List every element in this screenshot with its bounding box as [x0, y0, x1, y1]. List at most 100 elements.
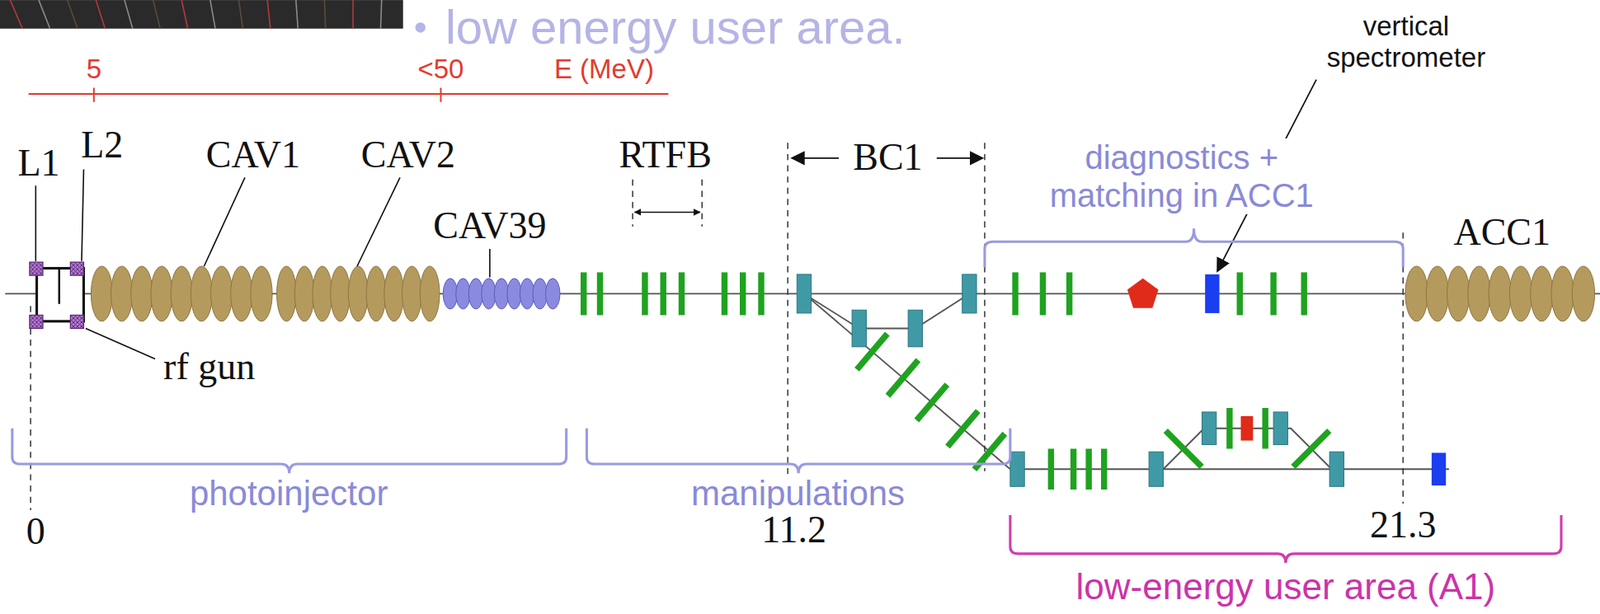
- third-harmonic-cell: [456, 278, 471, 310]
- rtfb-marker: [631, 179, 633, 227]
- position-marker: [983, 142, 985, 471]
- cavity-cell: [1468, 266, 1491, 322]
- dipole-magnet: [1329, 451, 1344, 487]
- dipole-magnet: [1201, 412, 1216, 446]
- section-bracket: [1010, 515, 1562, 564]
- chicane-line: [804, 293, 970, 329]
- quadrupole-magnet: [721, 272, 728, 316]
- quadrupole-magnet: [641, 272, 648, 316]
- cavity-cell: [190, 266, 212, 322]
- cavity-cell: [1425, 266, 1449, 322]
- bc1-span-arrow: [936, 157, 984, 160]
- photo-cable: [67, 0, 78, 29]
- leader-line: [203, 177, 245, 267]
- dipole-magnet: [1273, 412, 1288, 446]
- spectrometer-magnet: [1204, 274, 1219, 314]
- cavity-cell: [131, 266, 153, 322]
- third-harmonic-cell: [519, 278, 535, 310]
- component-label: CAV1: [203, 133, 303, 178]
- cavity-cell: [1447, 266, 1470, 322]
- quadrupole-magnet: [580, 272, 587, 316]
- leader-line: [81, 169, 84, 261]
- quadrupole-magnet: [1070, 448, 1077, 490]
- axis-title: E (MeV): [551, 53, 657, 85]
- component-label: CAV2: [358, 133, 458, 178]
- energy-axis: [28, 93, 669, 95]
- position-value: 21.3: [1367, 503, 1440, 548]
- section-label: photoinjector: [187, 474, 391, 514]
- third-harmonic-cell: [468, 278, 484, 310]
- cavity-cell: [348, 266, 368, 322]
- component-label: ACC1: [1450, 211, 1553, 255]
- cavity-cell: [294, 266, 315, 322]
- energy-tick: [93, 87, 95, 102]
- section-bracket: [984, 228, 1403, 268]
- third-harmonic-cell: [481, 278, 497, 310]
- photo-cable: [267, 0, 271, 29]
- quadrupole-magnet: [1237, 272, 1243, 316]
- dipole-magnet: [851, 310, 866, 348]
- photo-cable: [352, 0, 354, 29]
- cavity-cell: [312, 266, 333, 322]
- cavity-cell: [330, 266, 351, 322]
- cavity-cell: [402, 266, 423, 322]
- solenoid: [70, 262, 84, 276]
- quadrupole-magnet: [757, 272, 764, 316]
- solenoid: [70, 315, 84, 329]
- third-harmonic-cell: [532, 278, 548, 310]
- quadrupole-magnet: [885, 357, 922, 398]
- third-harmonic-cell: [545, 278, 560, 310]
- photo-cable: [239, 0, 244, 29]
- energy-value: 5: [84, 53, 104, 85]
- beam-dump: [1431, 452, 1446, 486]
- quadrupole-magnet: [972, 432, 1008, 472]
- component-label: CAV39: [430, 204, 549, 249]
- cavity-cell: [1530, 266, 1553, 322]
- leader-line: [34, 185, 37, 262]
- photo-cable: [38, 0, 51, 29]
- quadrupole-magnet: [1040, 272, 1046, 316]
- cavity-cell: [230, 266, 253, 322]
- section-bracket: [12, 428, 567, 474]
- photo-cable: [153, 0, 161, 29]
- callout-label: vertical spectrometer: [1308, 10, 1504, 74]
- leader-line: [85, 328, 156, 359]
- dipole-magnet: [908, 310, 923, 348]
- dipole-magnet: [1010, 451, 1025, 487]
- quadrupole-magnet: [1300, 272, 1307, 316]
- cavity-cell: [1488, 266, 1511, 322]
- quadrupole-magnet: [1066, 272, 1073, 316]
- cavity-cell: [1571, 266, 1595, 322]
- quadrupole-magnet: [1048, 448, 1055, 490]
- dogleg-line: [804, 293, 1011, 470]
- cavity-cell: [366, 266, 386, 322]
- component-label: rf gun: [160, 345, 258, 390]
- cavity-cell: [384, 266, 405, 322]
- gun-cathode: [58, 268, 61, 304]
- cavity-cell: [250, 266, 273, 322]
- bullet-dot: [415, 22, 426, 33]
- section-label: diagnostics + matching in ACC1: [1039, 138, 1325, 215]
- cavity-cell: [170, 266, 193, 322]
- quadrupole-magnet: [1085, 448, 1092, 490]
- deflecting-cavity: [1240, 416, 1253, 442]
- third-harmonic-cell: [507, 278, 523, 310]
- cavity-cell: [111, 266, 133, 322]
- position-marker: [1402, 232, 1403, 504]
- quadrupole-magnet: [1011, 272, 1018, 316]
- component-label: BC1: [850, 136, 925, 180]
- position-value: 0: [23, 510, 48, 555]
- energy-value: <50: [414, 53, 466, 85]
- slide-bullet-text: low energy user area.: [442, 0, 909, 56]
- rtfb-span-arrow: [635, 211, 701, 214]
- quadrupole-magnet: [1163, 428, 1205, 470]
- cavity-cell: [90, 266, 113, 322]
- component-label: L2: [78, 123, 126, 168]
- photo-cable: [95, 0, 105, 29]
- cavity-cell: [419, 266, 440, 322]
- position-marker: [29, 305, 31, 513]
- photo-cable: [380, 0, 382, 29]
- photo-cable: [210, 0, 216, 29]
- quadrupole-magnet: [597, 272, 603, 316]
- lab-photo: [0, 0, 404, 29]
